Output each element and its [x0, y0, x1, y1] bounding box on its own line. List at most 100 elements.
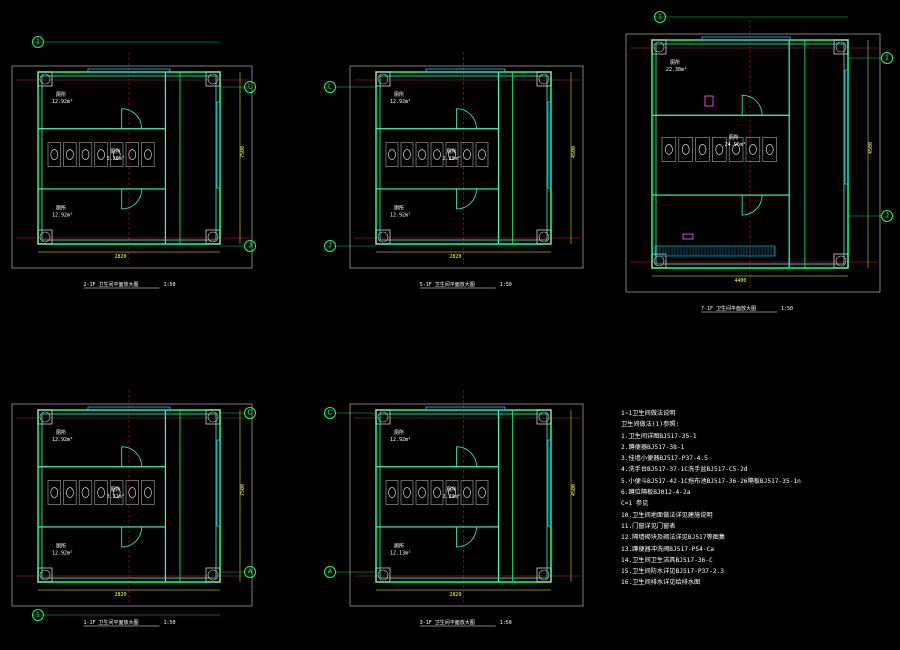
floor-plan-plan-5f: 厕所12.92m²厕所2.29m²厕所12.92m²28204500LJ5-1F… — [324, 52, 584, 289]
room-name: 厕所 — [111, 148, 121, 155]
dimension-label: 4500 — [571, 146, 577, 158]
window-opening — [654, 245, 776, 257]
structural-column — [37, 567, 53, 583]
toilet-stall — [94, 480, 108, 505]
axis-label: L — [248, 84, 252, 91]
structural-column — [205, 567, 221, 583]
axis-label: J — [328, 243, 332, 250]
toilet-fixture — [433, 149, 441, 160]
door-swing — [456, 188, 477, 210]
plan-title: 2-1F 卫生间平面放大图 — [84, 281, 139, 288]
toilet-fixture — [478, 487, 486, 498]
structural-column — [205, 409, 221, 425]
toilet-fixture — [478, 149, 486, 160]
toilet-fixture — [418, 149, 426, 160]
room-area: 22.38m² — [666, 67, 687, 73]
window-opening — [216, 101, 221, 189]
column-circle — [835, 255, 847, 267]
axis-label: A — [328, 569, 333, 576]
room-name: 厕所 — [56, 205, 66, 212]
window-opening — [87, 68, 171, 73]
dimension-label: 4500 — [868, 142, 874, 154]
toilet-stall — [445, 480, 459, 505]
inner-wall — [41, 413, 217, 579]
room-area: 3.28m² — [107, 156, 125, 162]
toilet-fixture — [681, 144, 690, 155]
toilet-fixture — [698, 144, 707, 155]
column-circle — [377, 411, 389, 423]
room-name: 厕所 — [729, 134, 739, 141]
drawing-frame — [11, 65, 253, 269]
room-area: 12.92m² — [52, 99, 73, 105]
toilet-fixture — [765, 144, 774, 155]
notes-line: 13.蹲便器冲洗阀BJ517-P54-Ca — [621, 545, 715, 553]
toilet-fixture — [665, 144, 673, 155]
axis-label: 1 — [885, 55, 889, 62]
door-swing — [741, 195, 763, 216]
structural-column — [37, 409, 53, 425]
notes-line: 15.卫生间防水详见BJ517-P37-2.3 — [621, 568, 724, 576]
room-area: 12.92m² — [390, 437, 411, 443]
structural-column — [536, 71, 552, 87]
toilet-fixture — [66, 487, 74, 498]
room-area: 12.13m² — [390, 551, 411, 557]
toilet-stall — [94, 142, 108, 167]
dimension-label: 2820 — [114, 592, 126, 598]
notes-line: 2.蹲便器BJ517-38-1 — [621, 443, 685, 451]
notes-line: 卫生间做法(1)参照: — [621, 421, 680, 429]
inner-wall — [655, 43, 845, 265]
toilet-stall — [400, 480, 414, 505]
toilet-stall — [415, 480, 429, 505]
dimension-label: 4500 — [571, 484, 577, 496]
notes-line: 11.门窗详见门窗表 — [621, 522, 676, 530]
column-circle — [377, 569, 389, 581]
column-circle — [39, 411, 51, 423]
toilet-stall — [400, 142, 414, 167]
window-opening — [701, 36, 791, 41]
toilet-stall — [430, 142, 444, 167]
door-swing — [121, 446, 143, 467]
toilet-stall — [47, 142, 61, 167]
toilet-stall — [445, 142, 459, 167]
dimension-label: 2820 — [114, 254, 126, 260]
dimension-label: 2820 — [450, 592, 462, 598]
floor-plan-plan-3f: 厕所12.92m²厕所2.29m²厕所12.13m²28204500CA3-1F… — [324, 390, 584, 627]
plan-scale: 1:50 — [500, 282, 512, 288]
structural-column — [375, 71, 391, 87]
room-name: 厕所 — [56, 429, 66, 436]
notes-line: 4.洗手台BJ517-37-1C洗手盆BJ517-C5-2d — [621, 466, 748, 474]
room-name: 厕所 — [111, 486, 121, 493]
drawing-frame — [625, 33, 881, 293]
room-area: 12.92m² — [390, 213, 411, 219]
notes-title: 1~1卫生间做法说明 — [621, 410, 676, 417]
drawing-frame — [349, 65, 584, 269]
room-area: 2.29m² — [443, 494, 461, 500]
structural-column — [375, 229, 391, 245]
toilet-stall — [78, 142, 93, 167]
structural-column — [833, 39, 849, 55]
toilet-fixture — [128, 149, 137, 160]
toilet-fixture — [463, 149, 471, 160]
dimension-label: 2820 — [450, 254, 462, 260]
window-opening — [547, 439, 552, 527]
window-opening — [425, 68, 506, 73]
structural-column — [205, 229, 221, 245]
axis-bubble — [244, 81, 256, 93]
structural-column — [375, 567, 391, 583]
column-circle — [39, 569, 51, 581]
column-circle — [835, 41, 847, 53]
drawing-frame — [11, 403, 253, 607]
column-circle — [207, 231, 219, 243]
toilet-stall — [745, 137, 761, 162]
axis-bubble — [244, 407, 256, 419]
structural-column — [37, 229, 53, 245]
notes-line: 6.蹲位隔板BJ012-4-2a — [621, 489, 691, 497]
plan-scale: 1:50 — [164, 282, 176, 288]
toilet-stall — [762, 137, 777, 162]
dimension-label: 7500 — [240, 146, 246, 158]
toilet-stall — [712, 137, 727, 162]
floor-plan-plan-2f: 厕所12.92m²厕所3.28m²厕所12.92m²282075001LJ2-1… — [11, 36, 256, 289]
plan-title: 7-1F 卫生间平面放大图 — [701, 305, 756, 312]
drawing-frame — [349, 403, 584, 607]
